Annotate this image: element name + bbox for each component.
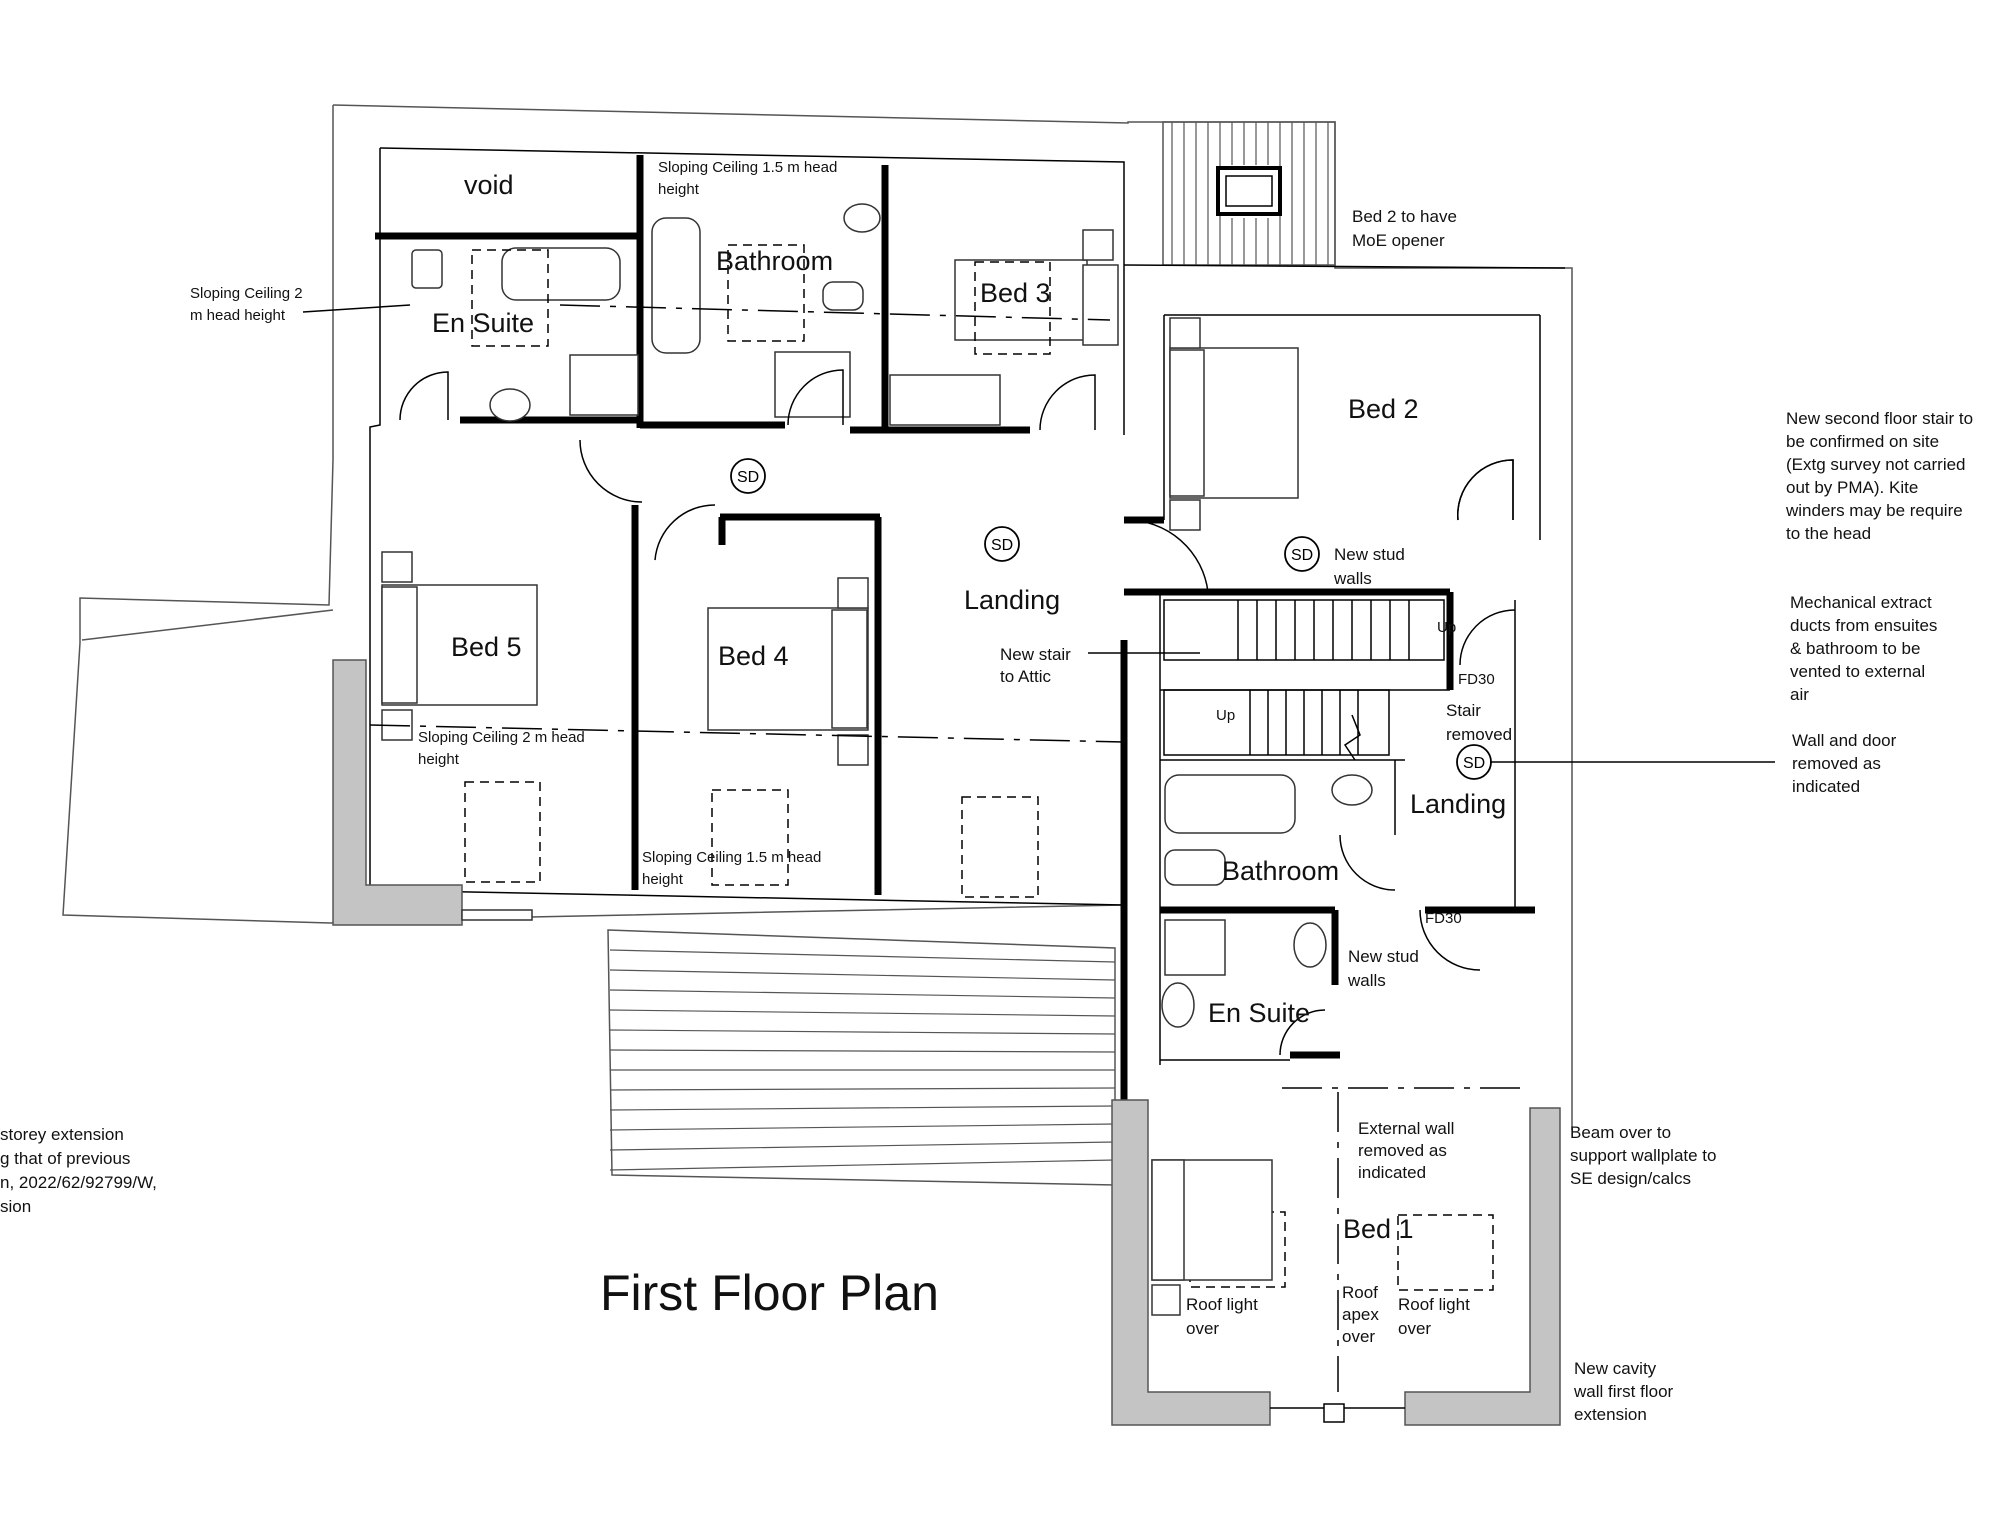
roof-line <box>81 609 334 641</box>
note-mechanical-extract: Mechanical extract ducts from ensuites &… <box>1790 593 1942 704</box>
building-outline-left <box>79 105 334 643</box>
annotation-new-stair-attic: New stair to Attic <box>1000 645 1076 686</box>
door-swings <box>399 369 1516 1056</box>
page-title: First Floor Plan <box>600 1265 939 1321</box>
room-label-bed5: Bed 5 <box>451 632 522 662</box>
room-label-void: void <box>464 170 514 200</box>
annotation-roof-apex: Roof apex over <box>1342 1283 1384 1346</box>
room-label-landing-right: Landing <box>1410 789 1506 819</box>
left-wall-grey <box>332 659 463 926</box>
annotation-external-wall-removed: External wall removed as indicated <box>1358 1119 1459 1182</box>
room-label-landing-main: Landing <box>964 585 1060 615</box>
room-label-bathroom-top: Bathroom <box>716 246 833 276</box>
room-label-bed2: Bed 2 <box>1348 394 1419 424</box>
window <box>461 909 533 921</box>
door-label-fd30-lower: FD30 <box>1425 910 1462 927</box>
lower-extension-outline <box>62 642 1124 924</box>
smoke-detector-label: SD <box>991 537 1013 554</box>
annotation-bed2-moe: Bed 2 to have MoE opener <box>1352 207 1462 250</box>
room-label-bed1: Bed 1 <box>1343 1214 1414 1244</box>
annotation-sloping-ceiling-left: Sloping Ceiling 2 m head height <box>190 285 307 324</box>
fixtures <box>369 203 1445 1028</box>
room-label-en-suite-right: En Suite <box>1208 998 1310 1028</box>
dimension-leaders <box>302 304 1775 763</box>
smoke-detector-markers <box>730 458 1492 780</box>
bed1-extension <box>1111 1087 1561 1426</box>
note-beam-over: Beam over to support wallplate to SE des… <box>1570 1123 1721 1188</box>
note-second-floor-stair: New second floor stair to be confirmed o… <box>1785 409 1978 543</box>
note-storey-extension: storey extension g that of previous n, 2… <box>0 1125 162 1216</box>
annotation-new-stud-walls-top: New stud walls <box>1333 545 1410 588</box>
note-new-cavity-wall: New cavity wall first floor extension <box>1573 1359 1678 1424</box>
door-label-fd30-upper: FD30 <box>1458 671 1495 688</box>
annotation-stair-removed: Stair removed <box>1446 701 1512 744</box>
roof-hatch-top-right <box>1162 121 1336 266</box>
roof-hatch-lower <box>607 929 1116 1186</box>
smoke-detector-label: SD <box>1291 547 1313 564</box>
walls <box>369 147 1566 1105</box>
smoke-detector-label: SD <box>737 469 759 486</box>
annotation-new-stud-walls-lower: New stud walls <box>1347 947 1424 990</box>
annotation-sloping-ceiling-bed4: Sloping Ceiling 1.5 m head height <box>642 849 825 888</box>
room-label-bathroom-right: Bathroom <box>1222 856 1339 886</box>
annotation-sloping-ceiling-top: Sloping Ceiling 1.5 m head height <box>658 159 841 198</box>
stair-up-label-upper: Up <box>1437 619 1456 636</box>
room-label-bed3: Bed 3 <box>980 278 1051 308</box>
room-label-en-suite-top: En Suite <box>432 308 534 338</box>
annotation-roof-light-left: Roof light over <box>1186 1295 1263 1338</box>
annotation-sloping-ceiling-bed5: Sloping Ceiling 2 m head height <box>418 729 589 768</box>
stair-up-label-lower: Up <box>1216 707 1235 724</box>
note-wall-door-removed: Wall and door removed as indicated <box>1792 731 1901 796</box>
smoke-detector-label: SD <box>1463 755 1485 772</box>
room-label-bed4: Bed 4 <box>718 641 789 671</box>
annotation-roof-light-right: Roof light over <box>1398 1295 1475 1338</box>
